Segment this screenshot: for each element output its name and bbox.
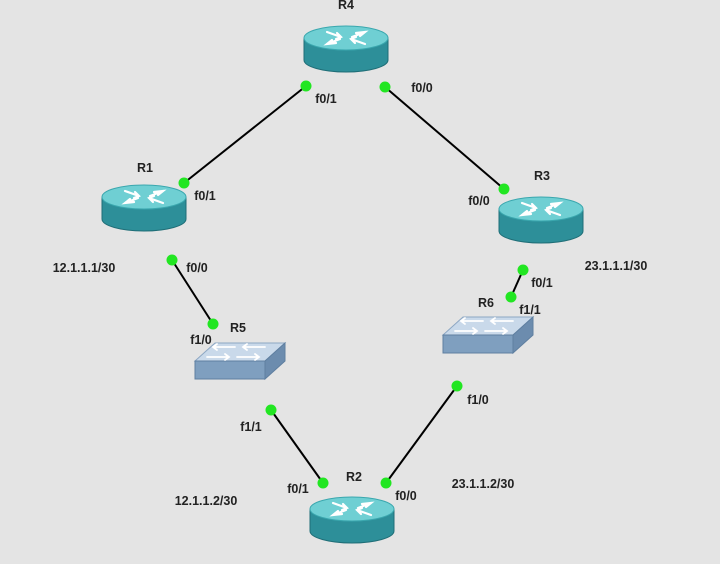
router-icon <box>303 25 389 73</box>
port-dot-r4[interactable] <box>379 81 391 93</box>
port-dot-r4[interactable] <box>300 80 312 92</box>
router-icon <box>498 196 584 244</box>
link-r1-r5[interactable] <box>171 259 214 325</box>
port-dot-r6[interactable] <box>451 380 463 392</box>
port-label: f1/1 <box>240 420 262 434</box>
port-label: f1/0 <box>190 333 212 347</box>
port-label: f0/1 <box>315 92 337 106</box>
port-dot-r2[interactable] <box>380 477 392 489</box>
port-label: f1/0 <box>467 393 489 407</box>
device-r5[interactable] <box>193 341 287 381</box>
ip-address-label: 23.1.1.1/30 <box>585 259 648 273</box>
port-dot-r6[interactable] <box>505 291 517 303</box>
port-label: f0/1 <box>194 189 216 203</box>
port-dot-r3[interactable] <box>498 183 510 195</box>
port-label: f0/0 <box>411 81 433 95</box>
switch-icon <box>193 341 287 381</box>
device-label-r6: R6 <box>478 296 494 310</box>
devices-layer <box>101 25 584 544</box>
port-label: f0/0 <box>395 489 417 503</box>
device-label-r3: R3 <box>534 169 550 183</box>
device-r4[interactable] <box>303 25 389 73</box>
device-r2[interactable] <box>309 496 395 544</box>
port-dot-r5[interactable] <box>207 318 219 330</box>
port-label: f1/1 <box>519 303 541 317</box>
ip-address-label: 12.1.1.2/30 <box>175 494 238 508</box>
port-dot-r5[interactable] <box>265 404 277 416</box>
link-r4-r3[interactable] <box>384 86 505 190</box>
link-r4-r1[interactable] <box>183 85 307 184</box>
links-layer <box>171 85 524 484</box>
device-r6[interactable] <box>441 315 535 355</box>
device-label-r5: R5 <box>230 321 246 335</box>
port-dots-layer <box>166 80 529 489</box>
port-label: f0/1 <box>287 482 309 496</box>
ip-address-label: 23.1.1.2/30 <box>452 477 515 491</box>
device-r1[interactable] <box>101 184 187 232</box>
port-dot-r2[interactable] <box>317 477 329 489</box>
device-label-r1: R1 <box>137 161 153 175</box>
device-label-r4: R4 <box>338 0 354 12</box>
device-r3[interactable] <box>498 196 584 244</box>
port-dot-r1[interactable] <box>178 177 190 189</box>
ip-address-label: 12.1.1.1/30 <box>53 261 116 275</box>
router-icon <box>309 496 395 544</box>
link-r5-r2[interactable] <box>270 409 324 484</box>
port-dot-r3[interactable] <box>517 264 529 276</box>
device-label-r2: R2 <box>346 470 362 484</box>
port-label: f0/1 <box>531 276 553 290</box>
router-icon <box>101 184 187 232</box>
port-dot-r1[interactable] <box>166 254 178 266</box>
port-label: f0/0 <box>468 194 490 208</box>
switch-icon <box>441 315 535 355</box>
port-label: f0/0 <box>186 261 208 275</box>
link-r6-r2[interactable] <box>385 385 458 484</box>
